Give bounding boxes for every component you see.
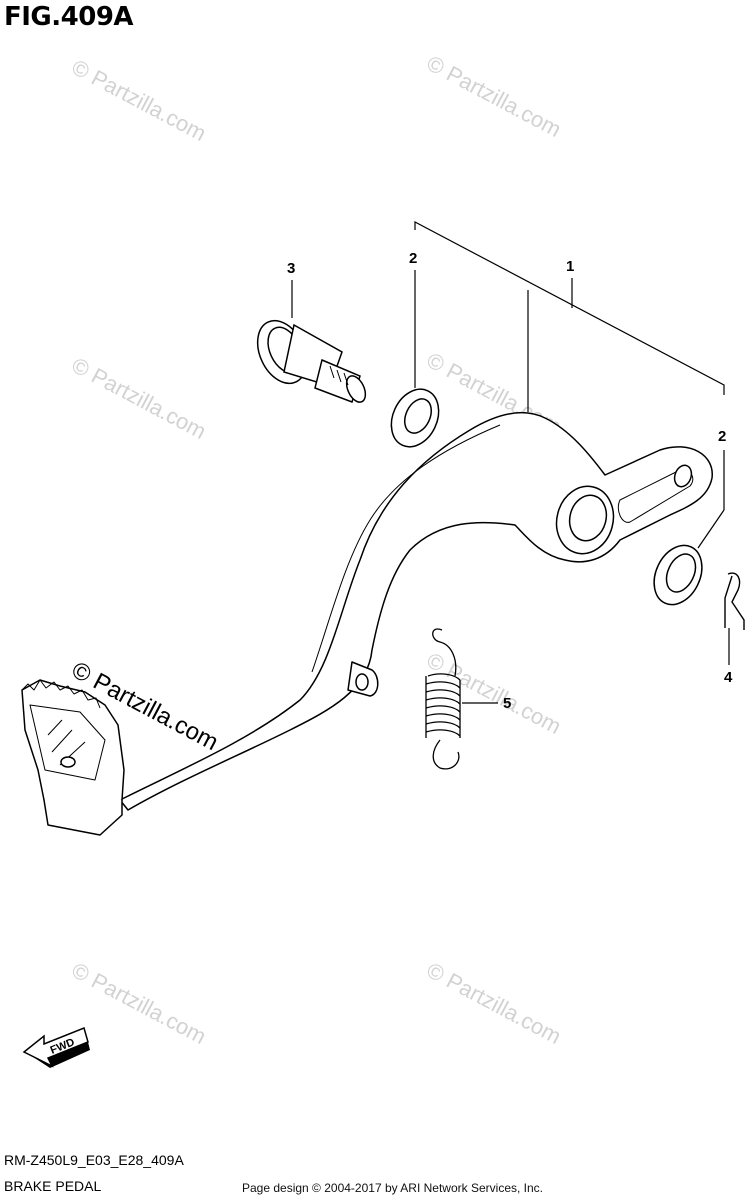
callout-part-1[interactable]: 1 bbox=[566, 258, 574, 275]
washer-lower[interactable] bbox=[645, 538, 711, 613]
brake-pedal[interactable] bbox=[21, 411, 713, 836]
callout-part-2-lower[interactable]: 2 bbox=[718, 428, 726, 445]
washer-upper[interactable] bbox=[382, 382, 447, 455]
figure-title: FIG.409A bbox=[4, 2, 134, 32]
watermark-text: © Partzilla.com bbox=[423, 647, 566, 739]
return-spring[interactable] bbox=[425, 628, 461, 770]
watermark-text: © Partzilla.com bbox=[68, 54, 211, 146]
callout-part-4[interactable]: 4 bbox=[724, 669, 733, 686]
pivot-bolt[interactable] bbox=[248, 313, 369, 405]
watermark-text: © Partzilla.com bbox=[68, 352, 211, 444]
watermark-text: © Partzilla.com bbox=[423, 50, 566, 142]
cotter-pin[interactable] bbox=[724, 572, 745, 630]
page-credit: Page design © 2004-2017 by ARI Network S… bbox=[242, 1181, 544, 1195]
watermark-text: © Partzilla.com bbox=[423, 957, 566, 1049]
callout-part-5[interactable]: 5 bbox=[503, 695, 511, 712]
diagram-code: RM-Z450L9_E03_E28_409A bbox=[4, 1152, 184, 1168]
callout-part-2-upper[interactable]: 2 bbox=[409, 250, 417, 267]
leader-lines bbox=[291, 221, 730, 704]
forward-arrow: FWD bbox=[22, 1026, 90, 1068]
diagram-name: BRAKE PEDAL bbox=[4, 1178, 102, 1194]
callout-part-3[interactable]: 3 bbox=[287, 260, 295, 277]
watermark-group: © Partzilla.com © Partzilla.com © Partzi… bbox=[67, 50, 565, 1049]
watermark-text: © Partzilla.com bbox=[68, 957, 211, 1049]
